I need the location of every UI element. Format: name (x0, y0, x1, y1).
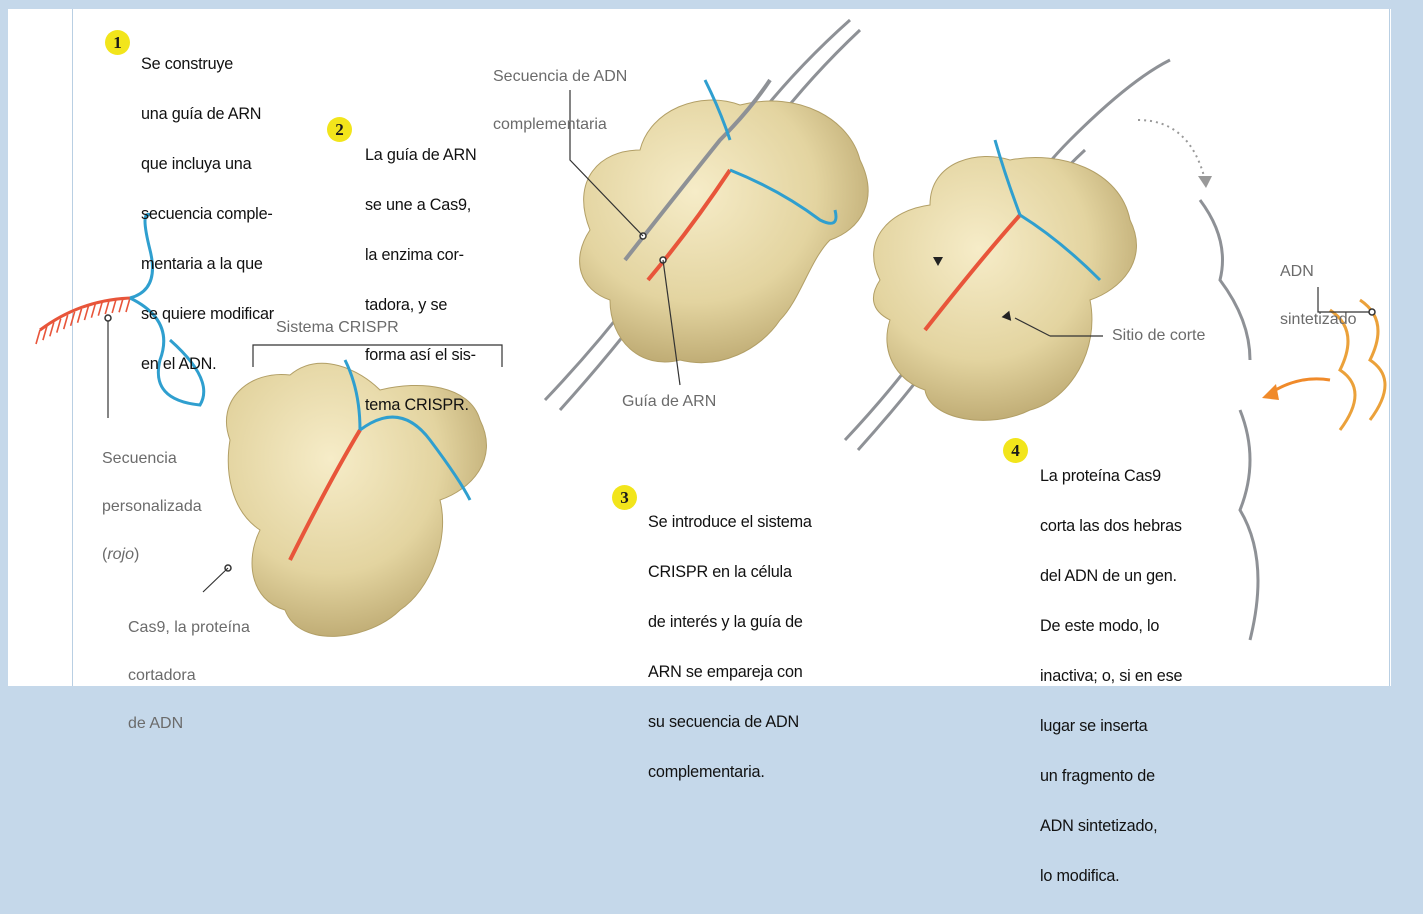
step-1-line: una guía de ARN (141, 102, 274, 127)
step-2-line: forma así el sis- (365, 343, 477, 368)
step-3-line: CRISPR en la célula (648, 560, 812, 585)
step-1-line: mentaria a la que (141, 252, 274, 277)
dna-piece-upper (1200, 200, 1250, 360)
step-3-line: de interés y la guía de (648, 610, 812, 635)
step-1-line: que incluya una (141, 152, 274, 177)
rojo-italic: rojo (107, 546, 134, 563)
base-pair-tick (126, 298, 130, 312)
label-sitio-de-corte: Sitio de corte (1112, 324, 1205, 348)
step-3-line: su secuencia de ADN (648, 710, 812, 735)
base-pair-tick (57, 319, 61, 333)
step-3-line: complementaria. (648, 760, 812, 785)
dotted-arrow (1138, 120, 1205, 180)
synthetic-pointer-dot (1369, 309, 1375, 315)
label-line: cortadora (128, 664, 250, 688)
custom-sequence-red (36, 298, 130, 344)
label-secuencia-adn-complementaria: Secuencia de ADN complementaria (493, 41, 627, 161)
dotted-arrow-head (1198, 176, 1212, 188)
step-4-line: La proteína Cas9 (1040, 464, 1182, 489)
label-line: sintetizado (1280, 308, 1357, 332)
label-secuencia-personalizada: Secuencia personalizada (rojo) (102, 423, 202, 591)
base-pair-tick (78, 309, 82, 323)
label-line: Secuencia de ADN (493, 65, 627, 89)
step-2-line: La guía de ARN (365, 143, 477, 168)
base-pair-tick (98, 302, 102, 316)
step-4-line: del ADN de un gen. (1040, 564, 1182, 589)
step-1-badge: 1 (105, 30, 130, 55)
step-3-text: Se introduce el sistema CRISPR en la cél… (648, 485, 812, 810)
step-4-line: ADN sintetizado, (1040, 814, 1182, 839)
label-adn-sintetizado: ADN sintetizado (1280, 236, 1357, 356)
label-sistema-crispr: Sistema CRISPR (276, 316, 399, 340)
dna-piece-lower (1240, 410, 1258, 640)
step-3-line: Se introduce el sistema (648, 510, 812, 535)
base-pair-tick (64, 315, 68, 329)
step-4-line: De este modo, lo (1040, 614, 1182, 639)
label-line: de ADN (128, 712, 250, 736)
step-2-line: se une a Cas9, (365, 193, 477, 218)
step-4-line: inactiva; o, si en ese (1040, 664, 1182, 689)
step-4-line: un fragmento de (1040, 764, 1182, 789)
step-4-line: lo modifica. (1040, 864, 1182, 889)
step-1-line: Se construye (141, 52, 274, 77)
step-2-line: la enzima cor- (365, 243, 477, 268)
label-cas9: Cas9, la proteína cortadora de ADN (128, 592, 250, 760)
step-3-badge: 3 (612, 485, 637, 510)
cas9-pointer-line (203, 568, 228, 592)
step-4-badge: 4 (1003, 438, 1028, 463)
step-4-line: lugar se inserta (1040, 714, 1182, 739)
label-rojo: (rojo) (102, 543, 202, 567)
step-2-text: La guía de ARN se une a Cas9, la enzima … (365, 118, 477, 443)
label-line: personalizada (102, 495, 202, 519)
step-4-text: La proteína Cas9 corta las dos hebras de… (1040, 439, 1182, 914)
label-line: Secuencia (102, 447, 202, 471)
protein-blob (873, 156, 1136, 420)
insert-arrow (1272, 379, 1330, 392)
label-guia-de-arn: Guía de ARN (622, 390, 716, 414)
paren-close: ) (134, 546, 139, 563)
insert-arrow-head (1262, 384, 1279, 400)
step-1-line: secuencia comple- (141, 202, 274, 227)
label-line: ADN (1280, 260, 1357, 284)
step-1-text: Se construye una guía de ARN que incluya… (141, 27, 274, 402)
pointer-dot (105, 315, 111, 321)
step-2-line: tema CRISPR. (365, 393, 477, 418)
step-1-line: en el ADN. (141, 352, 274, 377)
step-1-line: se quiere modificar (141, 302, 274, 327)
base-pair-tick (36, 330, 40, 344)
step-2-line: tadora, y se (365, 293, 477, 318)
base-pair-tick (119, 298, 123, 312)
label-line: complementaria (493, 113, 627, 137)
step4-complex (845, 60, 1170, 450)
step-3-line: ARN se empareja con (648, 660, 812, 685)
base-pair-tick (84, 306, 88, 320)
base-pair-tick (91, 304, 95, 318)
step-2-badge: 2 (327, 117, 352, 142)
base-pair-tick (71, 312, 75, 326)
label-line: Cas9, la proteína (128, 616, 250, 640)
synthetic-dna-b (1360, 300, 1385, 420)
step-4-line: corta las dos hebras (1040, 514, 1182, 539)
